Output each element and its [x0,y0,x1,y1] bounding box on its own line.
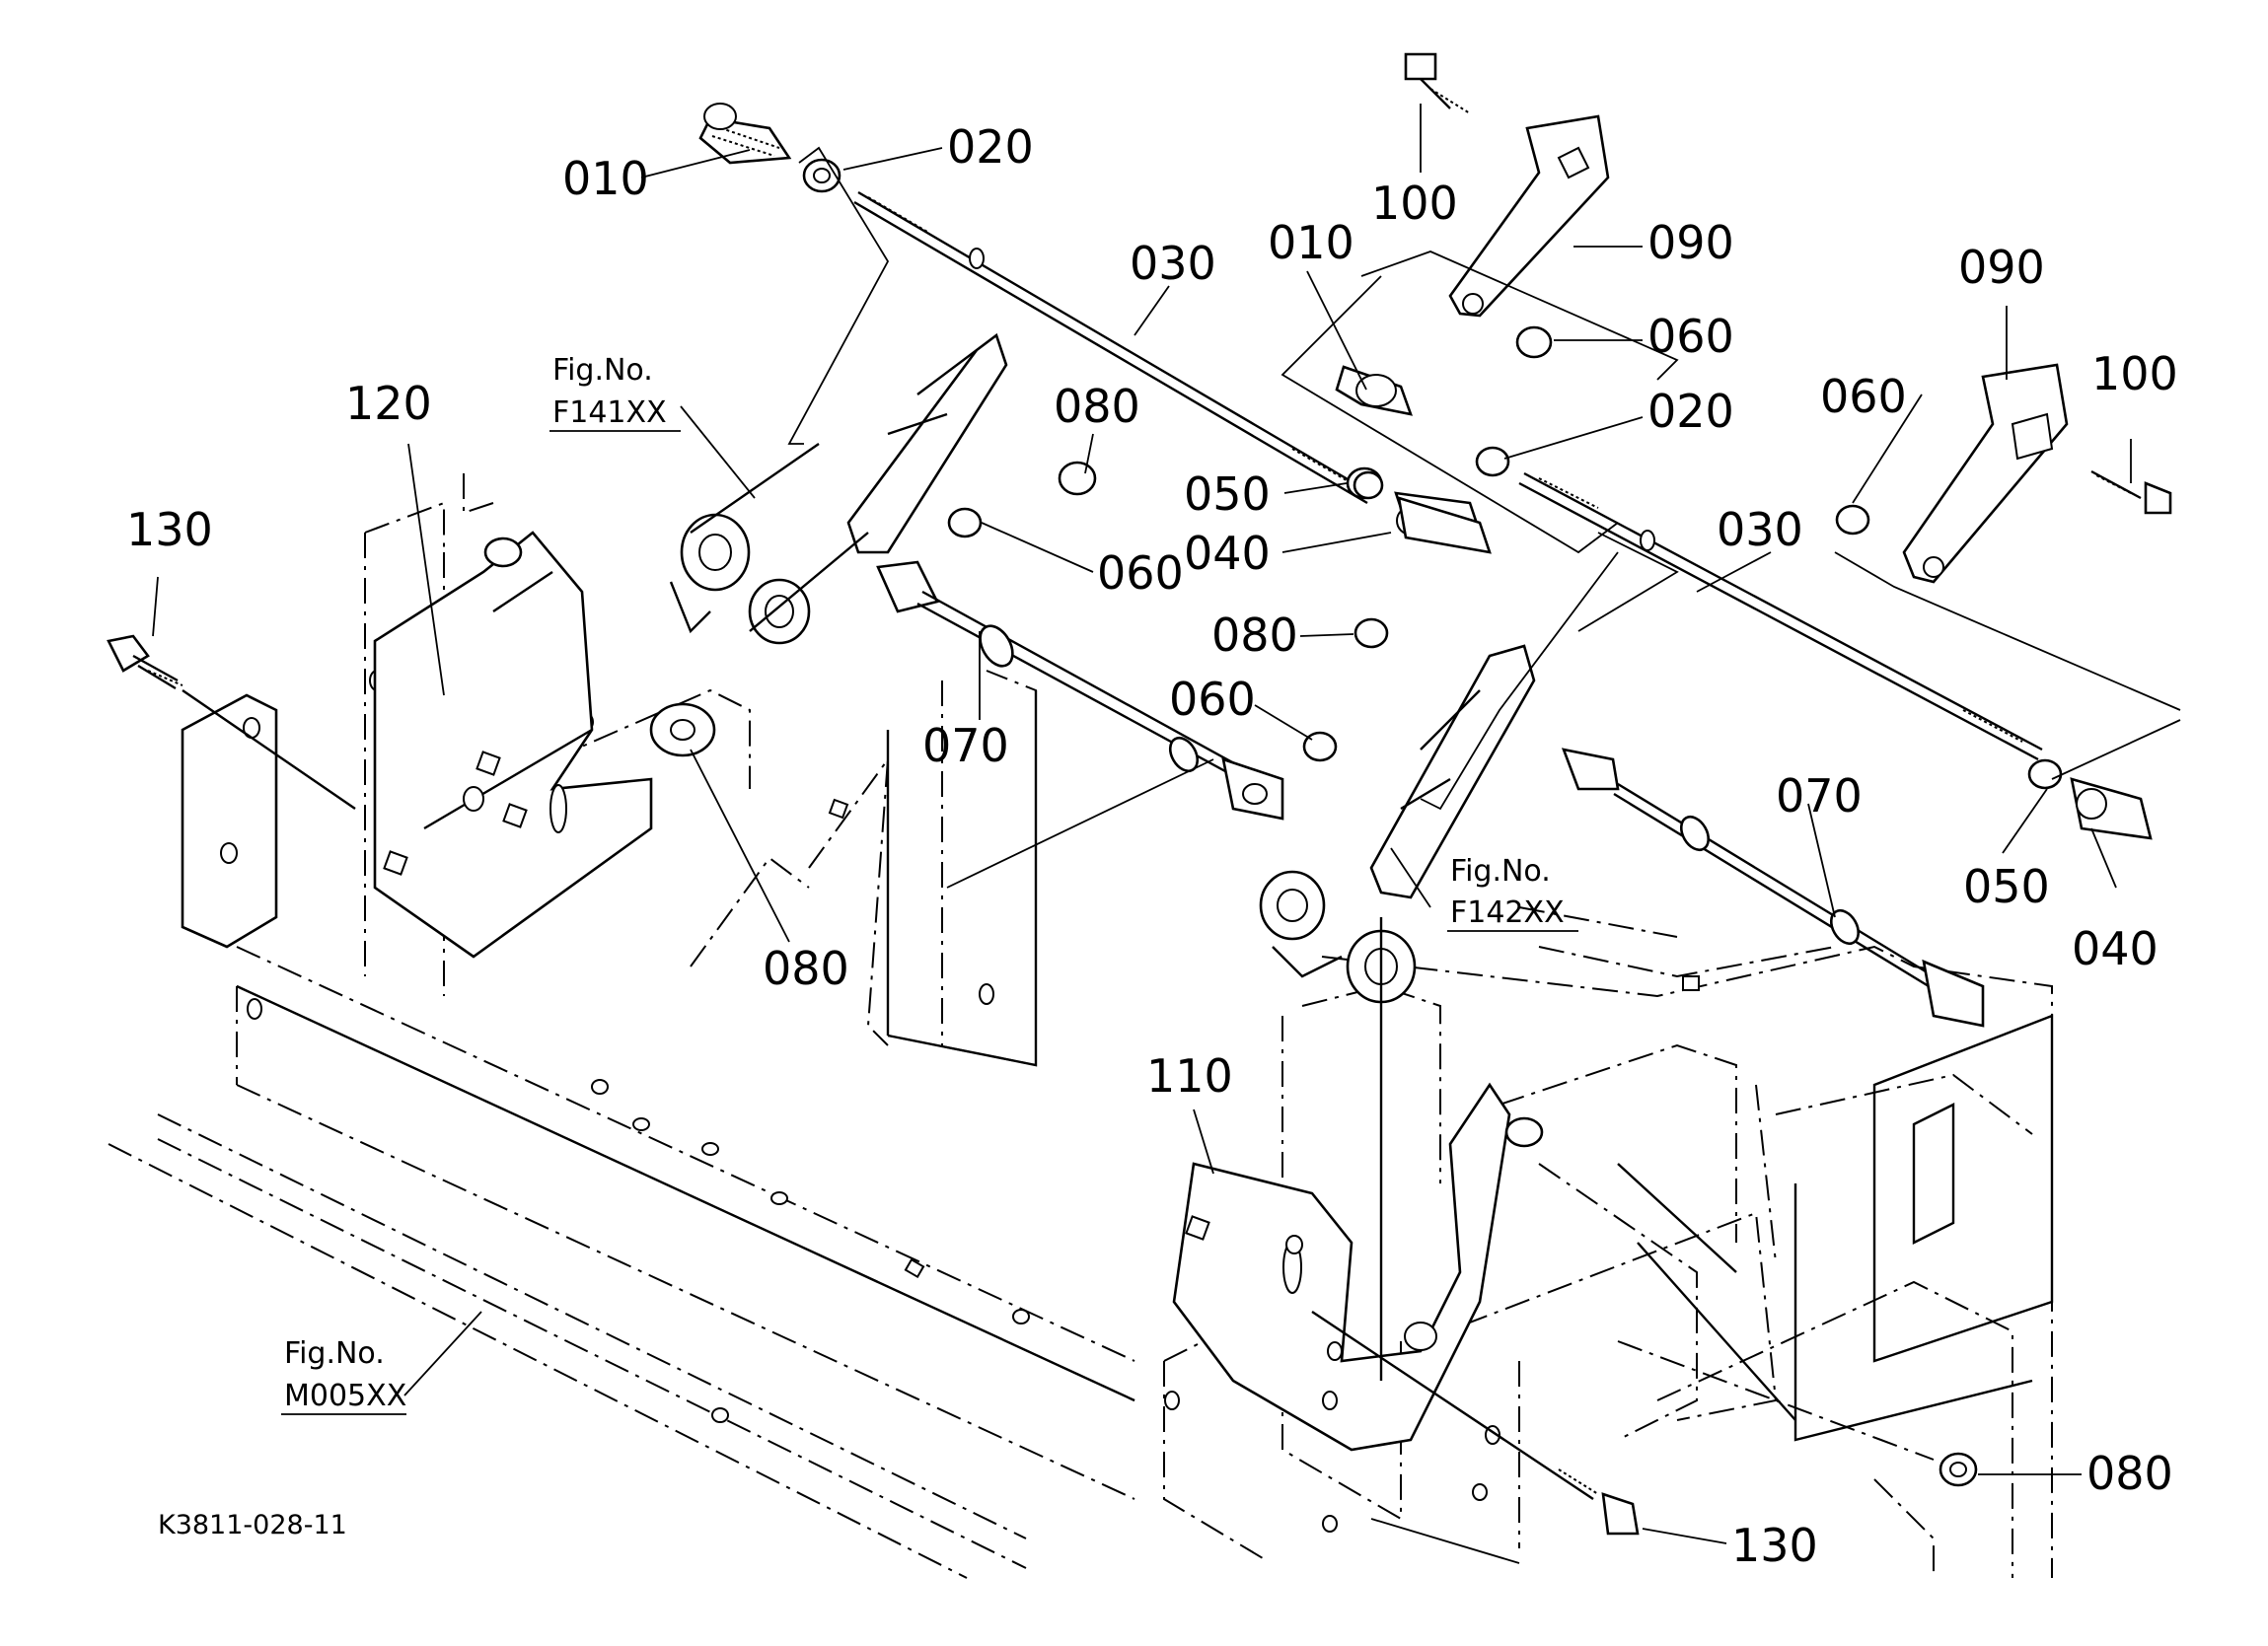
callout-c17: 040 [1184,527,1271,580]
leader-lines [152,104,2132,1544]
bolt-left [107,634,356,810]
fig-ref-f141-label: Fig.No. [552,353,653,388]
callout-c13: 060 [1097,546,1184,600]
callout-c23: 070 [1776,769,1863,823]
bellcrank-left [669,332,1097,645]
fig-ref-f142-number: F142XX [1450,895,1565,930]
lever-upper [1404,52,1610,359]
bracket-right [1172,1082,1544,1452]
fig-ref-f141-number: F141XX [552,395,667,430]
callout-c10: 120 [345,377,432,430]
rod-assembly-right [1335,365,2153,840]
callout-c2: 020 [947,120,1034,174]
bolt-right [1311,1311,1978,1536]
callout-c25: 040 [2072,922,2158,975]
frame-solid-edges [236,690,2054,1442]
callout-c11: 080 [1054,380,1140,433]
callout-c15: 050 [1184,467,1271,521]
cable-left [876,560,1284,821]
bellcrank-right [1259,617,1536,1004]
callout-c16: 030 [1717,503,1803,556]
callout-c28: 130 [1731,1519,1818,1572]
callout-labels: 010 020 100 090 030 010 060 090 100 120 … [126,120,2178,1572]
callout-c21: 070 [922,719,1009,772]
bracket-left [181,531,716,959]
callout-c9: 100 [2091,347,2178,400]
callout-c5: 030 [1130,237,1216,290]
lever-right [1835,363,2172,584]
callout-c6: 010 [1268,216,1354,269]
fig-ref-m005-number: M005XX [284,1379,406,1413]
callout-c14: 130 [126,503,213,556]
diagram-code: K3811-028-11 [158,1510,347,1540]
callout-c12: 020 [1647,385,1734,438]
callout-c8: 090 [1958,241,2045,294]
callout-c3: 100 [1371,177,1458,230]
callout-c4: 090 [1647,216,1734,269]
callout-c19: 080 [1211,608,1298,662]
figure-references: Fig.No. F141XX Fig.No. F142XX Fig.No. M0… [281,353,1578,1415]
callout-c24: 050 [1963,860,2050,913]
callout-c7: 060 [1647,310,1734,363]
callout-c26: 110 [1146,1049,1233,1103]
assembly-guides [787,146,2181,1564]
fig-ref-f142-label: Fig.No. [1450,854,1551,889]
callout-c22: 080 [763,942,849,995]
cable-right [1561,748,1985,1028]
callout-c27: 080 [2086,1447,2173,1500]
callout-c20: 060 [1169,673,1256,726]
fig-ref-m005-label: Fig.No. [284,1336,385,1371]
callout-c18: 060 [1820,370,1907,423]
callout-c1: 010 [562,152,649,205]
